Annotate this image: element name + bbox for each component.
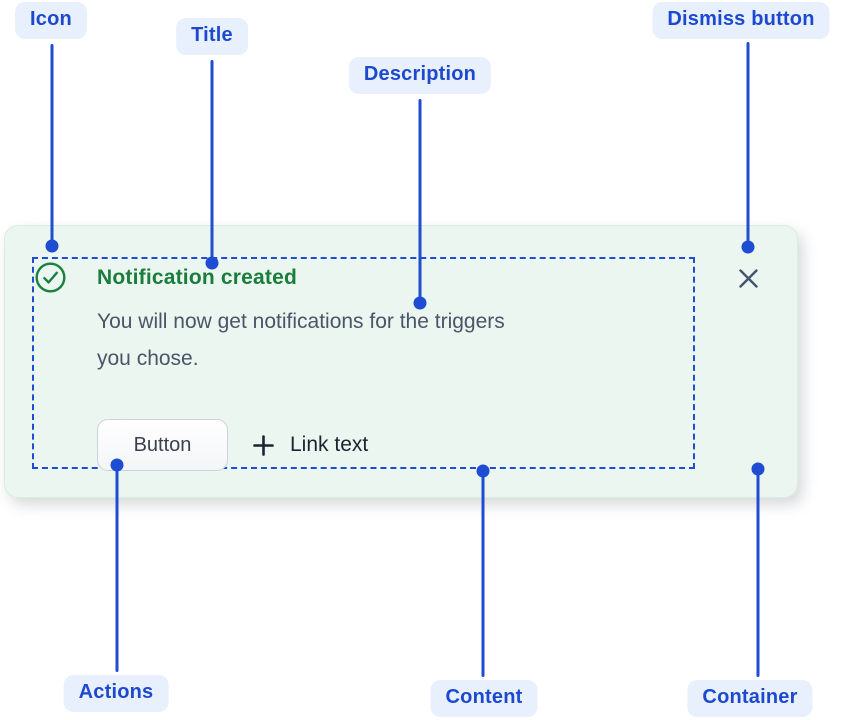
content-outline xyxy=(32,257,695,469)
flag-description: You will now get notifications for the t… xyxy=(97,303,505,377)
container-annotation-label: Container xyxy=(687,680,813,717)
description-annotation-dot xyxy=(413,296,427,310)
content-annotation-label: Content xyxy=(430,680,538,717)
title-annotation-label: Title xyxy=(176,18,248,55)
content-annotation-dot xyxy=(476,464,490,478)
container-annotation-line xyxy=(756,469,760,677)
actions-annotation-line xyxy=(115,465,119,672)
description-annotation-label: Description xyxy=(348,57,492,94)
container-annotation-dot xyxy=(751,462,765,476)
dismiss-annotation-dot xyxy=(741,240,755,254)
actions-annotation-label: Actions xyxy=(63,675,169,712)
flag-description-line1: You will now get notifications for the t… xyxy=(97,310,505,333)
close-icon xyxy=(737,267,760,290)
flag-link-label: Link text xyxy=(290,433,369,456)
flag-link[interactable]: Link text xyxy=(251,433,368,458)
success-check-circle-icon xyxy=(35,262,66,293)
actions-annotation-dot xyxy=(110,458,124,472)
content-annotation-line xyxy=(481,471,485,677)
flag-container: Notification created You will now get no… xyxy=(4,225,798,498)
icon-annotation-label: Icon xyxy=(15,2,87,39)
dismiss-annotation-label: Dismiss button xyxy=(652,2,830,39)
title-annotation-line xyxy=(210,60,214,263)
icon-annotation-line xyxy=(50,44,54,246)
flag-dismiss-button[interactable] xyxy=(730,260,766,296)
title-annotation-dot xyxy=(205,256,219,270)
plus-icon xyxy=(251,433,276,458)
flag-actions: Button Link text xyxy=(97,419,368,471)
flag-title: Notification created xyxy=(97,266,298,289)
icon-annotation-dot xyxy=(45,239,59,253)
description-annotation-line xyxy=(418,99,422,303)
flag-description-line2: you chose. xyxy=(97,347,199,370)
dismiss-annotation-line xyxy=(746,42,750,247)
